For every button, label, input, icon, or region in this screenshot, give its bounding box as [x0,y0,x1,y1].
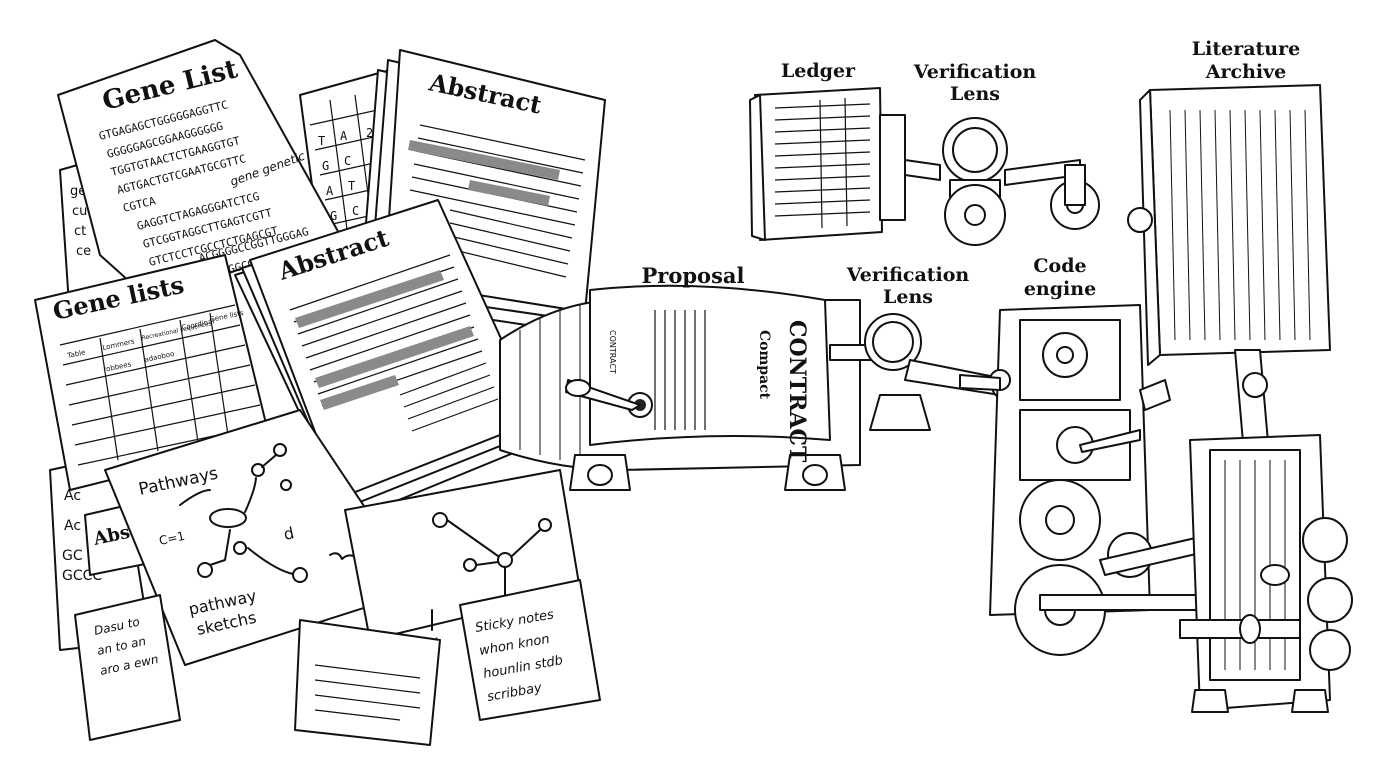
scrap-text: ct [74,224,86,239]
verification-lens-top-label-2: Lens [950,83,1000,105]
scrap-text: GC [62,548,83,564]
gene-lists-table-sheet: Gene lists Table Lommers Recreational se… [34,254,271,491]
verification-lens-middle-label-2: Lens [883,286,933,308]
loom-gear [1307,577,1353,623]
archive-knob [1127,207,1153,233]
lens-glass [872,321,914,363]
pathways-sheet: Pathways C=1 d pathway sketchs [104,409,421,666]
engine-crank [1079,429,1141,453]
code-engine-label-1: Code [1033,255,1086,277]
ledger-label: Ledger [781,60,856,82]
code-engine-label-2: engine [1024,278,1096,300]
loom-foot [1291,689,1329,713]
ledger-clamp [879,114,906,221]
contract-subtitle: Compact [756,330,772,400]
engine-gear-large [1019,479,1101,561]
grid-letter: C [352,204,359,218]
redaction-bar [295,270,444,328]
grid-letter: C [344,154,351,168]
grid-letter: G [330,209,337,223]
gene-list-sheet: Gene List GTGAGAGCTGGGGGAGGTTC GGGGGAGCG… [57,39,341,301]
contract-side-text: CONTRACT [608,330,617,374]
lens-glass [952,127,998,173]
proposal-conveyor: CONTRACT Compact CONTRACT [499,284,861,491]
gene-sequence-lines: GTGAGAGCTGGGGGAGGTTC GGGGGAGCGGAAGGGGGG … [98,98,310,281]
grid-number: 2 [366,126,373,140]
redaction-bar [468,180,550,206]
redaction-bar [408,140,560,180]
scribble-note: Dasu to an to an aro a ewn [74,594,181,741]
loom-foot [1191,689,1229,713]
redaction-bar [315,326,474,388]
scrap-text: Ac [64,518,81,534]
verification-lens-middle [829,313,1009,431]
pathway-diagram [179,443,357,583]
paper-pile: ge cu ct ce Ac GC GCCC Ac T A [34,39,606,746]
lined-sheet [294,619,441,746]
gear-shaft [1064,164,1086,206]
stamp-knob [565,379,591,397]
pathway-note: d [282,523,296,544]
lens-gear [944,184,1006,246]
code-engine [959,304,1301,656]
grid-letter: T [318,134,325,148]
loom-gear [1309,629,1351,671]
verification-lens-middle-label-1: Verification [846,264,970,286]
literature-archive-label-1: Literature [1192,38,1300,60]
literature-archive-label-2: Archive [1205,61,1286,83]
verification-lens-top-label-1: Verification [913,61,1037,83]
engine-gear [1042,332,1088,378]
ledger [749,87,906,241]
archive-loom [1179,434,1353,713]
pathway-note: C=1 [158,529,186,548]
proposal-label: Proposal [642,263,745,288]
scrap-text: cu [72,204,87,219]
scrap-text: ce [76,244,91,259]
lens-stand [869,394,931,431]
sticky-note: Sticky notes whon knon hounlin stdb scri… [459,579,601,721]
loom-gear [1302,517,1348,563]
verification-lens-top [904,117,1100,246]
grid-letter: A [326,184,334,198]
grid-letter: G [322,159,329,173]
grid-letter: T [348,179,355,193]
redaction-bar [320,375,399,410]
table-header: Table [66,348,86,360]
contract-document: CONTRACT Compact CONTRACT [565,284,831,463]
contract-title: CONTRACT [784,320,810,463]
grid-letter: A [340,129,348,143]
scrap-text: Ac [64,488,81,504]
